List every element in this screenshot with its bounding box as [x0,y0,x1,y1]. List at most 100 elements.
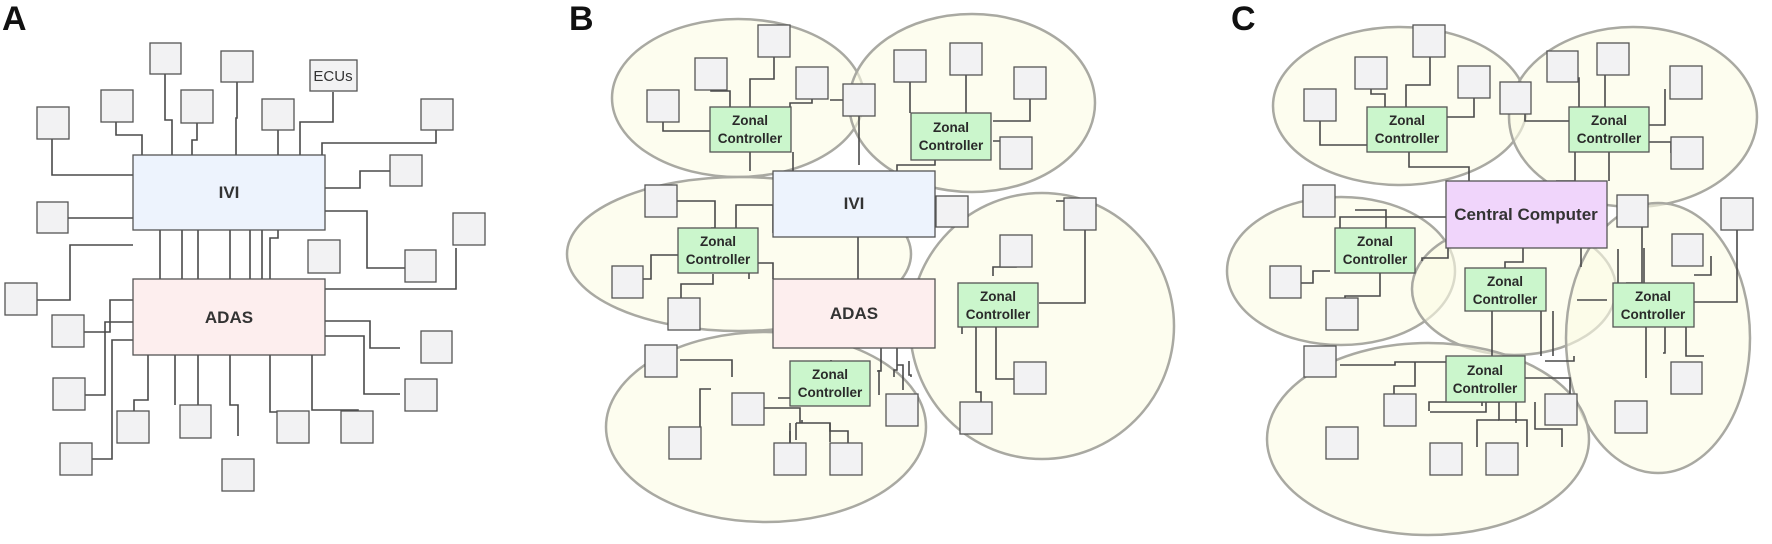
zonal-controller-label-bottom: Controller [686,252,751,267]
zonal-controller-label-bottom: Controller [718,131,783,146]
ecu [1303,88,1337,122]
ecu [668,426,702,460]
ecu [221,458,255,492]
zonal-controller-label-top: Zonal [1357,234,1393,249]
ecu [180,89,214,124]
ecu [36,201,69,234]
ecu [829,442,863,476]
zonal-controller-label-bottom: Controller [1375,131,1440,146]
ecu [999,136,1033,170]
zonal-controller-label-bottom: Controller [1453,381,1518,396]
ecu [842,83,876,117]
zonal-controller: Zonal Controller [910,112,992,161]
ecu [1063,197,1097,231]
ecu [389,154,423,187]
zonal-controller: Zonal Controller [1612,282,1695,328]
ecu [404,249,437,283]
ecu [999,234,1033,268]
ecu [1671,233,1704,267]
zonal-controller: Zonal Controller [709,106,792,153]
panel-a: A [2,0,486,492]
ecu [644,344,678,378]
ecu [757,24,791,58]
zonal-controller: Zonal Controller [1334,227,1416,274]
ecu [885,393,919,427]
ecu [340,410,374,444]
zonal-controller: Zonal Controller [677,227,759,274]
zonal-controller: Zonal Controller [1464,267,1547,312]
panel-c: C [1225,0,1759,537]
ecu [1614,400,1648,434]
ecu [667,297,701,331]
ecu [100,89,134,123]
ecu [36,106,70,140]
ecu [420,330,453,364]
zonal-controller-label-bottom: Controller [1473,292,1538,307]
zonal-controller: Zonal Controller [1366,106,1448,153]
ecu [1720,197,1754,231]
ecu [220,50,254,83]
panel-c-wires [1284,44,1738,447]
zonal-controller-label-top: Zonal [933,120,969,135]
zonal-controller-box [789,360,871,407]
ecu [52,377,86,411]
zonal-controller-box [1445,355,1526,403]
zonal-controller-label-top: Zonal [980,289,1016,304]
zonal-controller: Zonal Controller [957,282,1039,328]
adas-box [772,278,936,349]
ecu [1325,297,1359,331]
zonal-controller: Zonal Controller [789,360,871,407]
panel-b: B [565,0,1176,524]
ecu [694,57,728,91]
ecu [59,442,93,476]
ecu [949,42,983,76]
central-computer-label: Central Computer [1454,205,1598,224]
ecu [149,42,182,75]
zonal-controller-box [1464,267,1547,312]
ecu [959,401,993,435]
ecus-labeled-box [309,59,358,92]
ecu [1669,65,1703,100]
zonal-controller: Zonal Controller [1445,355,1526,403]
zonal-controller-label-top: Zonal [732,113,768,128]
ecu [4,282,38,316]
ecu [1670,361,1703,395]
ecu [644,184,678,218]
central-computer-box [1445,180,1608,249]
zone-area [847,12,1097,194]
ecu [1596,42,1630,76]
panel-c-zonal-controllers: Zonal Controller Zonal Controller Zonal … [1334,106,1695,403]
ecu [116,410,150,444]
ecu [1616,194,1649,228]
ecu [404,378,438,412]
ecu [935,195,969,228]
zonal-controller-label-bottom: Controller [1577,131,1642,146]
zonal-controller-label-top: Zonal [1635,289,1671,304]
ecu [1325,426,1359,460]
ivi-label: IVI [844,194,865,213]
ecu [179,404,212,439]
zonal-controller-box [957,282,1039,328]
panel-b-label: B [569,0,594,38]
zonal-controller-label-top: Zonal [1591,113,1627,128]
panel-b-zonal-controllers: Zonal Controller Zonal Controller Zonal … [677,106,1039,407]
adas-label: ADAS [830,304,878,323]
ecu [261,98,295,131]
zonal-controller-box [709,106,792,153]
ecu [795,66,829,100]
ecu [1303,345,1337,378]
zonal-controller-label-bottom: Controller [798,385,863,400]
ivi-box [772,170,936,238]
ecu [1485,442,1519,476]
ecu [1354,56,1388,90]
ecu [276,410,310,444]
ecu [1013,66,1047,100]
zonal-controller-label-top: Zonal [812,367,848,382]
adas-label: ADAS [205,308,253,327]
ecu [1544,393,1578,426]
zonal-controller-label-bottom: Controller [1343,252,1408,267]
ecu [646,89,680,123]
ecu [1546,50,1579,83]
zonal-controller-label-top: Zonal [1389,113,1425,128]
